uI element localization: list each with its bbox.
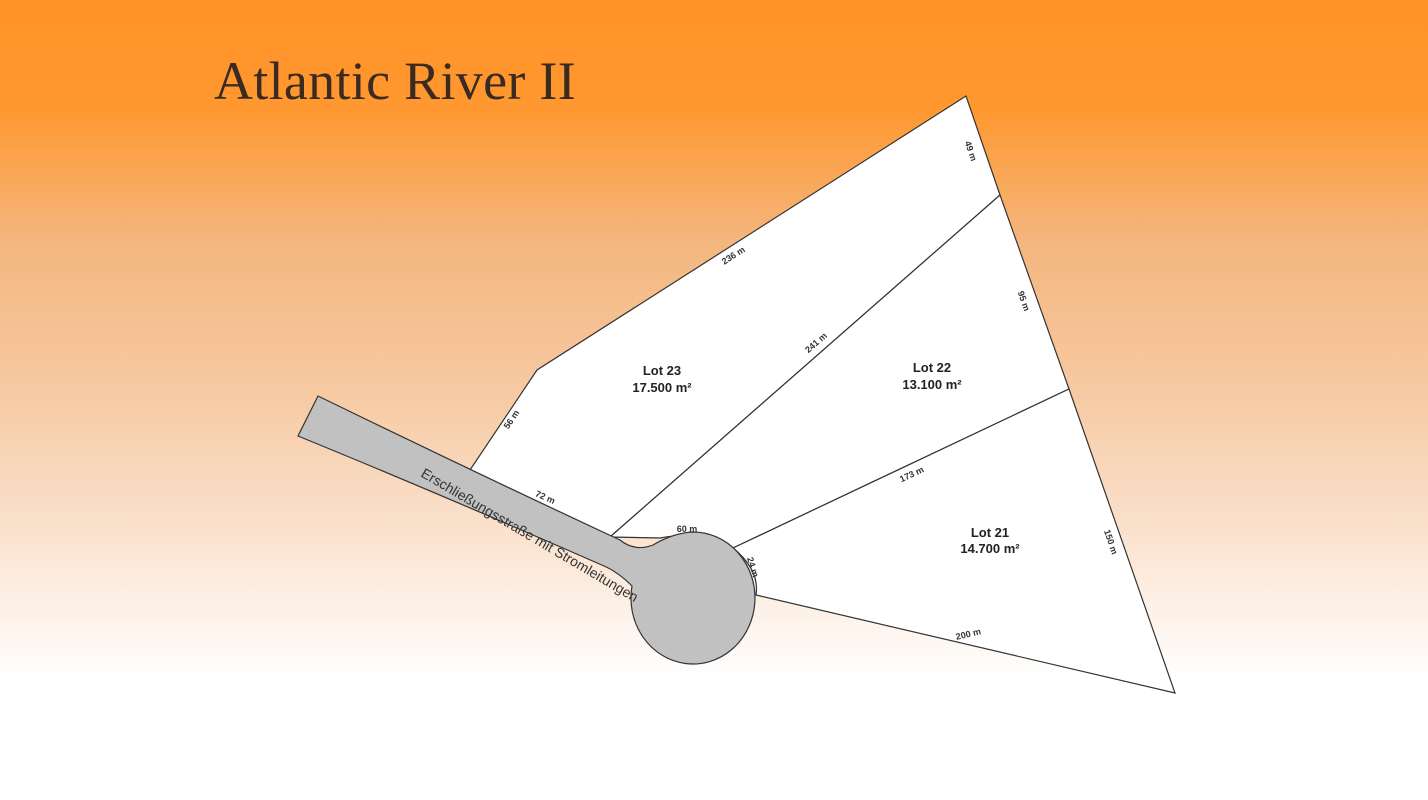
lot-23-name: Lot 23 — [643, 363, 681, 378]
dimension-60m: 60 m — [677, 524, 698, 534]
access-road[interactable] — [297, 395, 756, 665]
lot-22-area: 13.100 m² — [902, 377, 962, 392]
page-title: Atlantic River II — [214, 51, 576, 111]
lot-21-name: Lot 21 — [971, 525, 1009, 540]
lot-21-area: 14.700 m² — [960, 541, 1020, 556]
lot-23-area: 17.500 m² — [632, 380, 692, 395]
lot-22-name: Lot 22 — [913, 360, 951, 375]
